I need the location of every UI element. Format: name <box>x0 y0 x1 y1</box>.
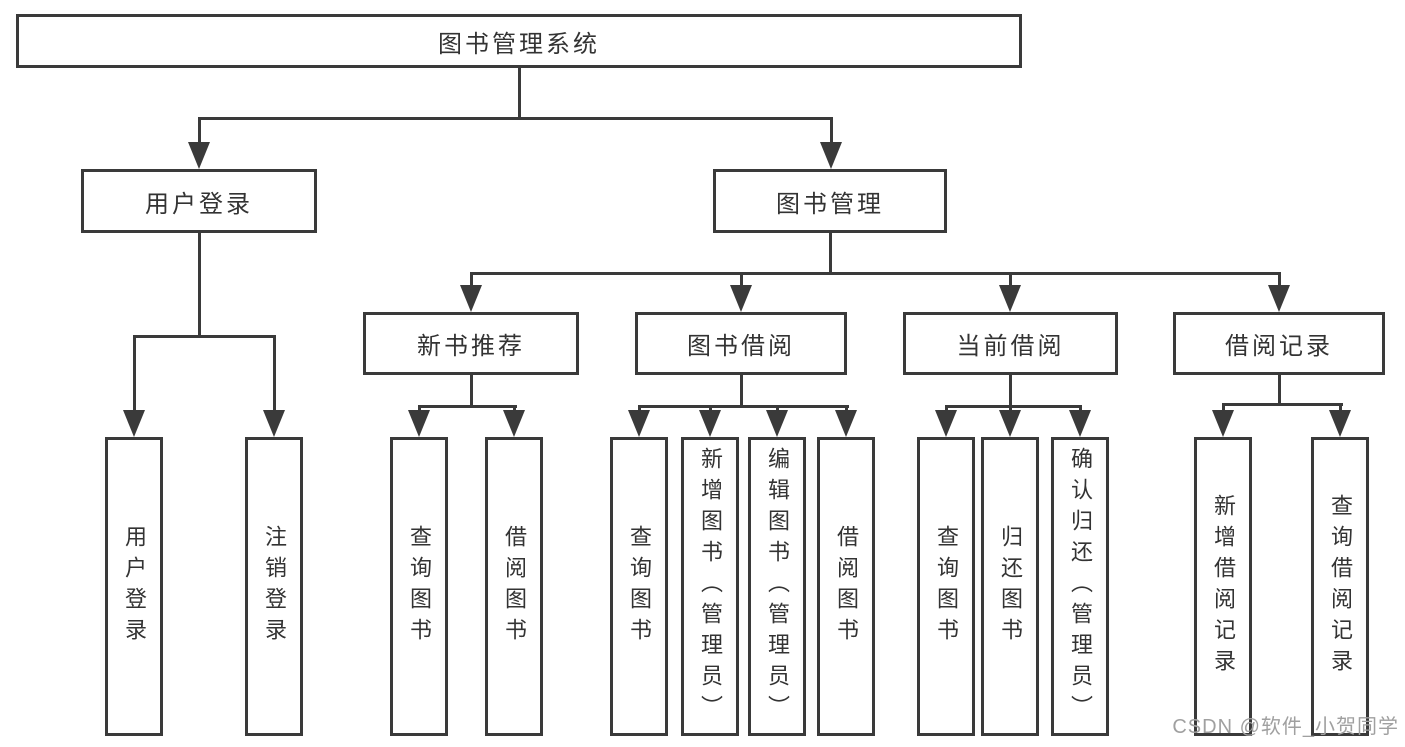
connector-bookmgmt-arm <box>829 117 833 147</box>
node-book-mgmt: 图书管理 <box>713 169 947 233</box>
connector-bookmgmt-stem <box>828 231 832 274</box>
arrow-to-records <box>1268 285 1290 312</box>
arrow-to-leaf-edit-book <box>766 410 788 437</box>
connector-rcd-leaf2-arm <box>1338 403 1342 415</box>
leaf-query-books-current: 查询图书 <box>917 437 975 736</box>
connector-records-stem <box>1277 373 1281 405</box>
leaf-query-books-recommend: 查询图书 <box>390 437 448 736</box>
leaf-add-book-admin: 新增图书（管理员） <box>681 437 739 736</box>
connector-recommend-stem <box>469 373 473 407</box>
connector-current-stem <box>1008 373 1012 407</box>
arrow-to-leaf-query1 <box>408 410 430 437</box>
leaf-confirm-return-admin: 确认归还（管理员） <box>1051 437 1109 736</box>
arrow-to-leaf-add-record <box>1212 410 1234 437</box>
connector-borrow-bar <box>637 404 849 408</box>
connector-bookmgmt-bar <box>469 271 1281 275</box>
connector-borrow-arm <box>739 272 743 290</box>
watermark-text: CSDN @软件_小贺同学 <box>1172 716 1399 738</box>
arrow-to-leaf-user-login <box>123 410 145 437</box>
connector-user-leaf2-arm <box>272 335 276 415</box>
connector-user-bar <box>132 334 276 338</box>
connector-borrow-stem <box>739 373 743 407</box>
connector-current-arm <box>1008 272 1012 290</box>
arrow-to-book-mgmt <box>820 142 842 169</box>
arrow-to-recommend <box>460 285 482 312</box>
leaf-logout: 注销登录 <box>245 437 303 736</box>
leaf-user-login: 用户登录 <box>105 437 163 736</box>
connector-current-bar <box>944 404 1082 408</box>
connector-user-leaf1-arm <box>132 335 136 415</box>
node-new-book-recommend: 新书推荐 <box>363 312 579 375</box>
connector-user-stem <box>197 231 201 337</box>
leaf-query-borrow-record: 查询借阅记录 <box>1311 437 1369 736</box>
arrow-to-borrow <box>730 285 752 312</box>
leaf-query-books-borrow: 查询图书 <box>610 437 668 736</box>
connector-records-arm <box>1277 272 1281 290</box>
arrow-to-leaf-query-record <box>1329 410 1351 437</box>
node-root: 图书管理系统 <box>16 14 1022 68</box>
connector-user-arm <box>197 117 201 147</box>
leaf-add-borrow-record: 新增借阅记录 <box>1194 437 1252 736</box>
connector-rcd-leaf1-arm <box>1221 403 1225 415</box>
arrow-to-leaf-return <box>999 410 1021 437</box>
leaf-borrow-books-borrow: 借阅图书 <box>817 437 875 736</box>
connector-recommend-arm <box>469 272 473 290</box>
node-book-borrow: 图书借阅 <box>635 312 847 375</box>
arrow-to-leaf-query2 <box>628 410 650 437</box>
connector-root-stem <box>517 64 521 120</box>
connector-root-bar <box>197 116 833 120</box>
leaf-edit-book-admin: 编辑图书（管理员） <box>748 437 806 736</box>
arrow-to-current <box>999 285 1021 312</box>
arrow-to-leaf-borrow2 <box>835 410 857 437</box>
node-current-borrow: 当前借阅 <box>903 312 1118 375</box>
connector-recommend-bar <box>417 404 517 408</box>
leaf-borrow-books-recommend: 借阅图书 <box>485 437 543 736</box>
arrow-to-user-login <box>188 142 210 169</box>
arrow-to-leaf-borrow1 <box>503 410 525 437</box>
node-user-login: 用户登录 <box>81 169 317 233</box>
node-borrow-records: 借阅记录 <box>1173 312 1385 375</box>
leaf-return-book: 归还图书 <box>981 437 1039 736</box>
arrow-to-leaf-logout <box>263 410 285 437</box>
arrow-to-leaf-confirm <box>1069 410 1091 437</box>
arrow-to-leaf-add-book <box>699 410 721 437</box>
connector-records-bar <box>1221 402 1343 406</box>
arrow-to-leaf-query3 <box>935 410 957 437</box>
